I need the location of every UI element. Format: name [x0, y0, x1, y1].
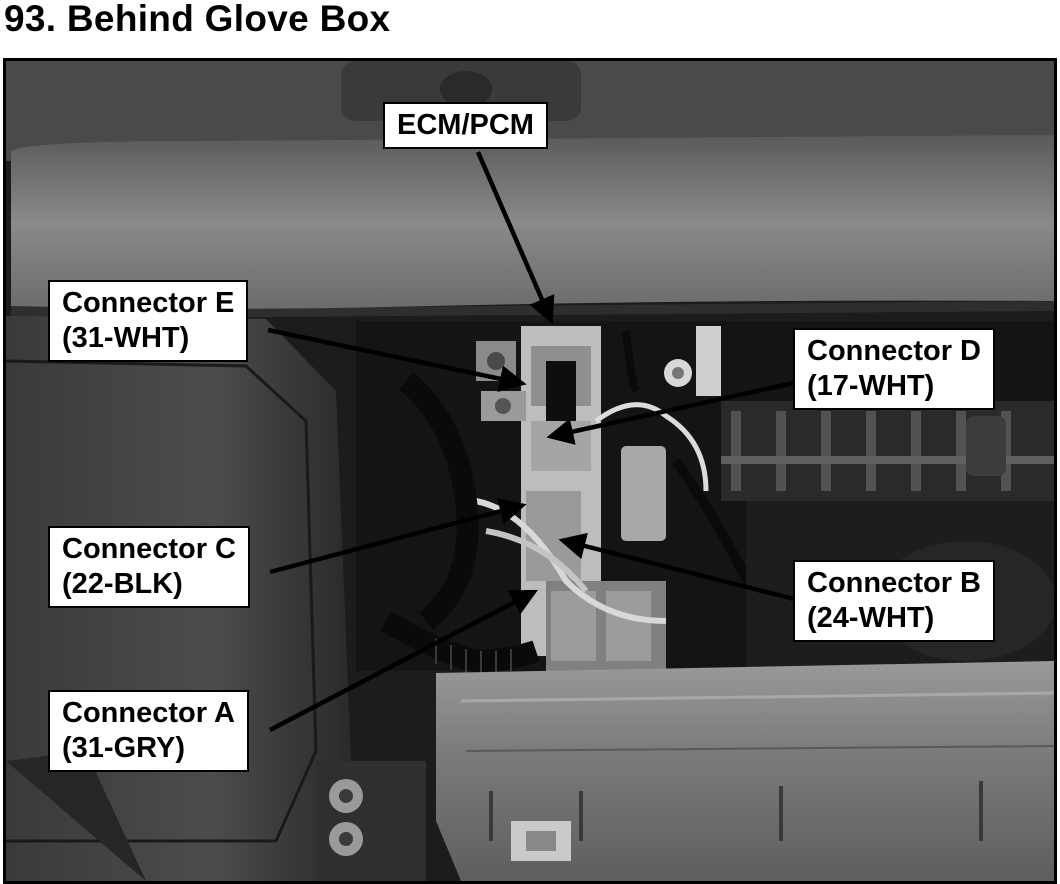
label-connector-d-spec: (17-WHT): [807, 370, 935, 402]
label-connector-d-name: Connector D: [807, 335, 981, 367]
label-connector-a-name: Connector A: [62, 697, 235, 729]
label-connector-b: Connector B (24-WHT): [793, 560, 995, 642]
label-ecm-pcm-text: ECM/PCM: [397, 109, 534, 141]
label-connector-c: Connector C (22-BLK): [48, 526, 250, 608]
label-ecm-pcm: ECM/PCM: [383, 102, 548, 149]
label-connector-a-spec: (31-GRY): [62, 732, 185, 764]
label-connector-a: Connector A (31-GRY): [48, 690, 249, 772]
label-connector-b-spec: (24-WHT): [807, 602, 935, 634]
label-connector-d: Connector D (17-WHT): [793, 328, 995, 410]
page-title: 93. Behind Glove Box: [4, 0, 391, 39]
label-connector-b-name: Connector B: [807, 567, 981, 599]
label-connector-c-spec: (22-BLK): [62, 568, 183, 600]
label-connector-e-spec: (31-WHT): [62, 322, 190, 354]
label-connector-c-name: Connector C: [62, 533, 236, 565]
label-connector-e-name: Connector E: [62, 287, 235, 319]
label-connector-e: Connector E (31-WHT): [48, 280, 249, 362]
